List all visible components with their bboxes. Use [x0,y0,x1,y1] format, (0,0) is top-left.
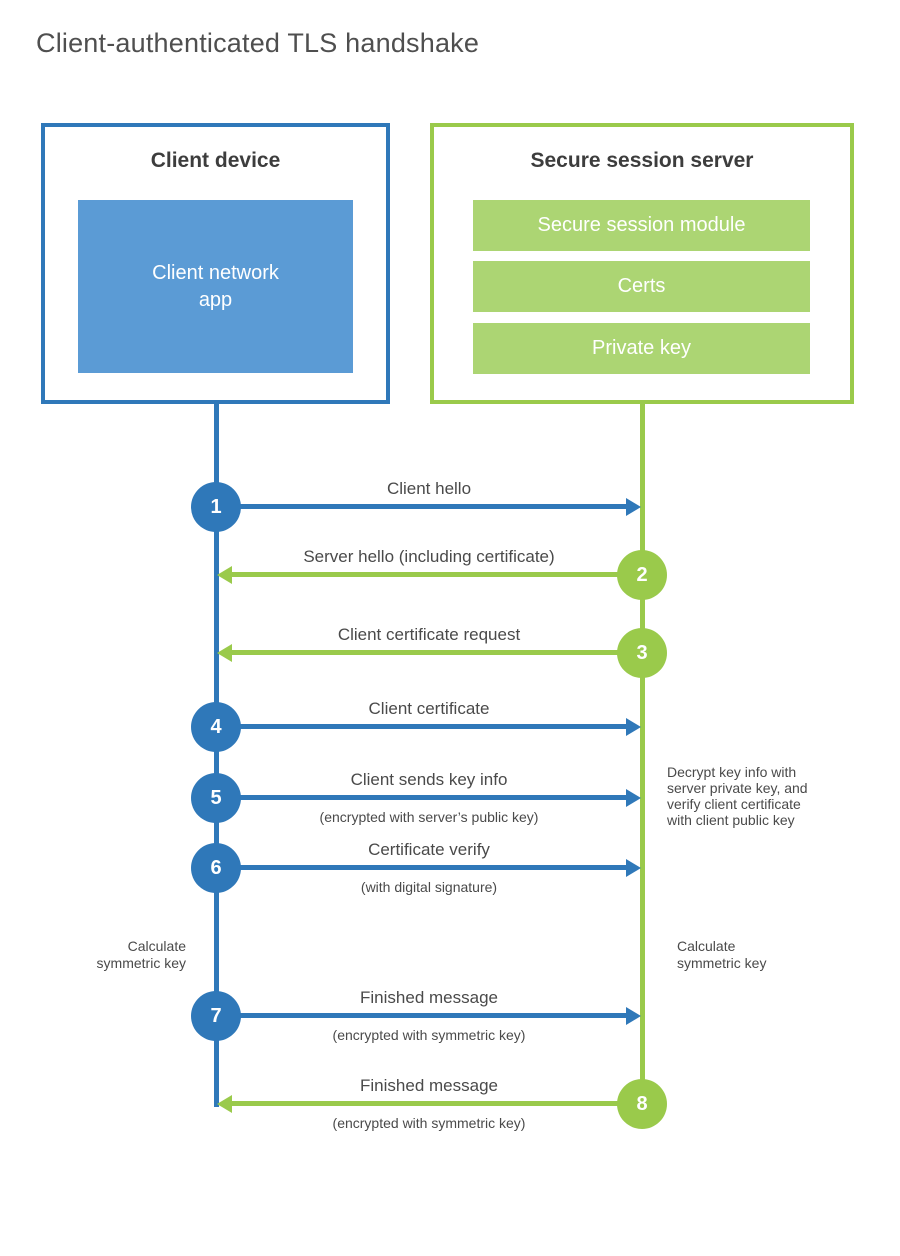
private-key-bar: Private key [473,323,810,374]
arrow-right-icon [626,718,641,736]
message-label: Finished message [360,1076,498,1095]
arrow-left-icon [217,644,232,662]
step-8-finished-message: 8 Finished message (encrypted with symme… [216,1076,667,1131]
client-network-app-box: Client network app [78,200,353,373]
message-label: Server hello (including certificate) [303,547,555,566]
message-label: Client sends key info [350,770,508,789]
arrow-shaft [216,724,629,729]
step-number-badge: 1 [191,482,241,532]
arrow-right-icon [626,1007,641,1025]
step-1-client-hello: 1 Client hello [191,479,642,532]
message-label: Certificate verify [368,840,490,859]
step-number-badge: 7 [191,991,241,1041]
arrow-shaft [229,1101,642,1106]
client-lifeline [214,404,219,1107]
step-2-server-hello: 2 Server hello (including certificate) [216,547,667,600]
step-number-badge: 6 [191,843,241,893]
secure-session-server-title: Secure session server [530,149,754,172]
step-number-badge: 5 [191,773,241,823]
step-number-badge: 4 [191,702,241,752]
certs-bar: Certs [473,261,810,312]
step-number-badge: 3 [617,628,667,678]
page-title: Client-authenticated TLS handshake [36,28,480,58]
client-device-box: Client device Client network app [41,123,390,404]
server-lifeline [640,404,645,1104]
message-label: Client certificate [368,699,490,718]
step-4-client-certificate: 4 Client certificate [191,699,642,752]
arrow-shaft [216,865,629,870]
arrow-right-icon [626,789,641,807]
message-label: Finished message [360,988,498,1007]
arrow-shaft [216,1013,629,1018]
step-number-badge: 2 [617,550,667,600]
step-7-finished-message: 7 Finished message (encrypted with symme… [191,988,642,1043]
calc-symmetric-key-server: Calculate symmetric key [677,938,767,971]
message-sublabel: (encrypted with symmetric key) [332,1027,526,1043]
message-sublabel: (encrypted with symmetric key) [332,1115,526,1131]
secure-session-server-box: Secure session server Secure session mod… [430,123,854,404]
arrow-right-icon [626,498,641,516]
step-number-badge: 8 [617,1079,667,1129]
arrow-left-icon [217,1095,232,1113]
message-label: Client hello [386,479,472,498]
decrypt-key-note: Decrypt key info with server private key… [667,764,808,828]
message-sublabel: (encrypted with server’s public key) [319,809,539,825]
secure-session-module-bar: Secure session module [473,200,810,251]
step-3-client-certificate-request: 3 Client certificate request [216,625,667,678]
step-5-client-sends-key-info: 5 Client sends key info (encrypted with … [191,770,642,825]
step-6-certificate-verify: 6 Certificate verify (with digital signa… [191,840,642,895]
calc-symmetric-key-client: Calculate symmetric key [96,938,186,971]
arrow-shaft [216,504,629,509]
arrow-right-icon [626,859,641,877]
arrow-shaft [229,650,642,655]
arrow-shaft [229,572,642,577]
message-sublabel: (with digital signature) [360,879,498,895]
arrow-left-icon [217,566,232,584]
message-label: Client certificate request [337,625,521,644]
arrow-shaft [216,795,629,800]
client-device-title: Client device [150,149,281,172]
